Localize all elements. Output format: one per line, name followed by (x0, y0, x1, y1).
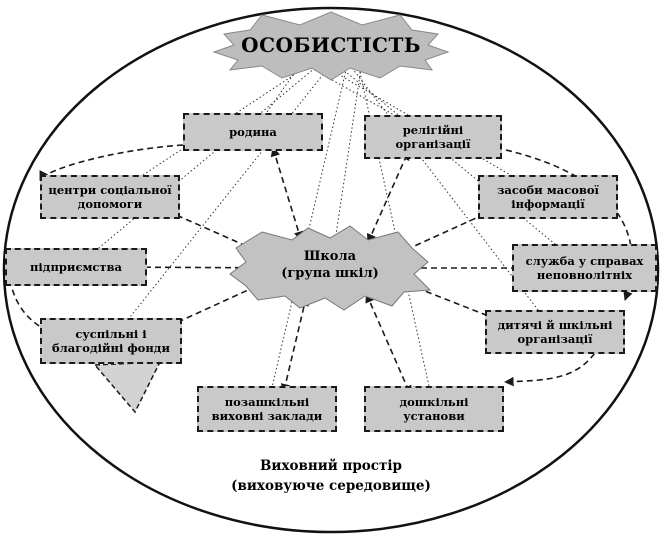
school-link-extra (280, 296, 309, 394)
node-public-funds-label: суспільні і благодійні фонди (52, 327, 170, 355)
school-link-preschool (365, 292, 412, 396)
node-mass-media-label: засоби масової інформації (497, 183, 599, 211)
node-youth-service: служба у справах неповнолітніх (512, 244, 657, 292)
ring-arc-right-lower (504, 344, 601, 387)
node-youth-service-label: служба у справах неповнолітніх (525, 254, 644, 282)
node-extracurricular: позашкільні виховні заклади (197, 386, 337, 432)
node-family: родина (183, 113, 323, 151)
node-enterprises-label: підприємства (30, 260, 122, 274)
node-religious: релігійні організації (364, 115, 502, 159)
node-enterprises: підприємства (5, 248, 147, 286)
school-link-religious (366, 150, 410, 244)
node-preschool-label: дошкільні установи (399, 395, 469, 423)
node-social-centers-label: центри соціальної допомоги (48, 183, 172, 211)
personality-link-youth (340, 67, 585, 269)
node-extracurricular-label: позашкільні виховні заклади (211, 395, 323, 423)
diagram-title: ОСОБИСТІСТЬ (241, 33, 421, 57)
node-children-orgs-label: дитячі й шкільні організації (497, 318, 613, 346)
node-children-orgs: дитячі й шкільні організації (485, 310, 625, 354)
node-religious-label: релігійні організації (395, 123, 471, 151)
personality-burst (212, 11, 450, 81)
node-social-centers: центри соціальної допомоги (40, 175, 180, 219)
node-preschool: дошкільні установи (364, 386, 504, 432)
node-mass-media: засоби масової інформації (478, 175, 618, 219)
node-public-funds: суспільні і благодійні фонди (40, 318, 182, 364)
school-node-label: Школа (група шкіл) (281, 249, 379, 281)
school-burst (229, 225, 432, 311)
diagram-caption: Виховний простір (виховуюче середовище) (231, 458, 431, 494)
school-link-family (270, 146, 304, 242)
node-family-label: родина (229, 125, 277, 139)
